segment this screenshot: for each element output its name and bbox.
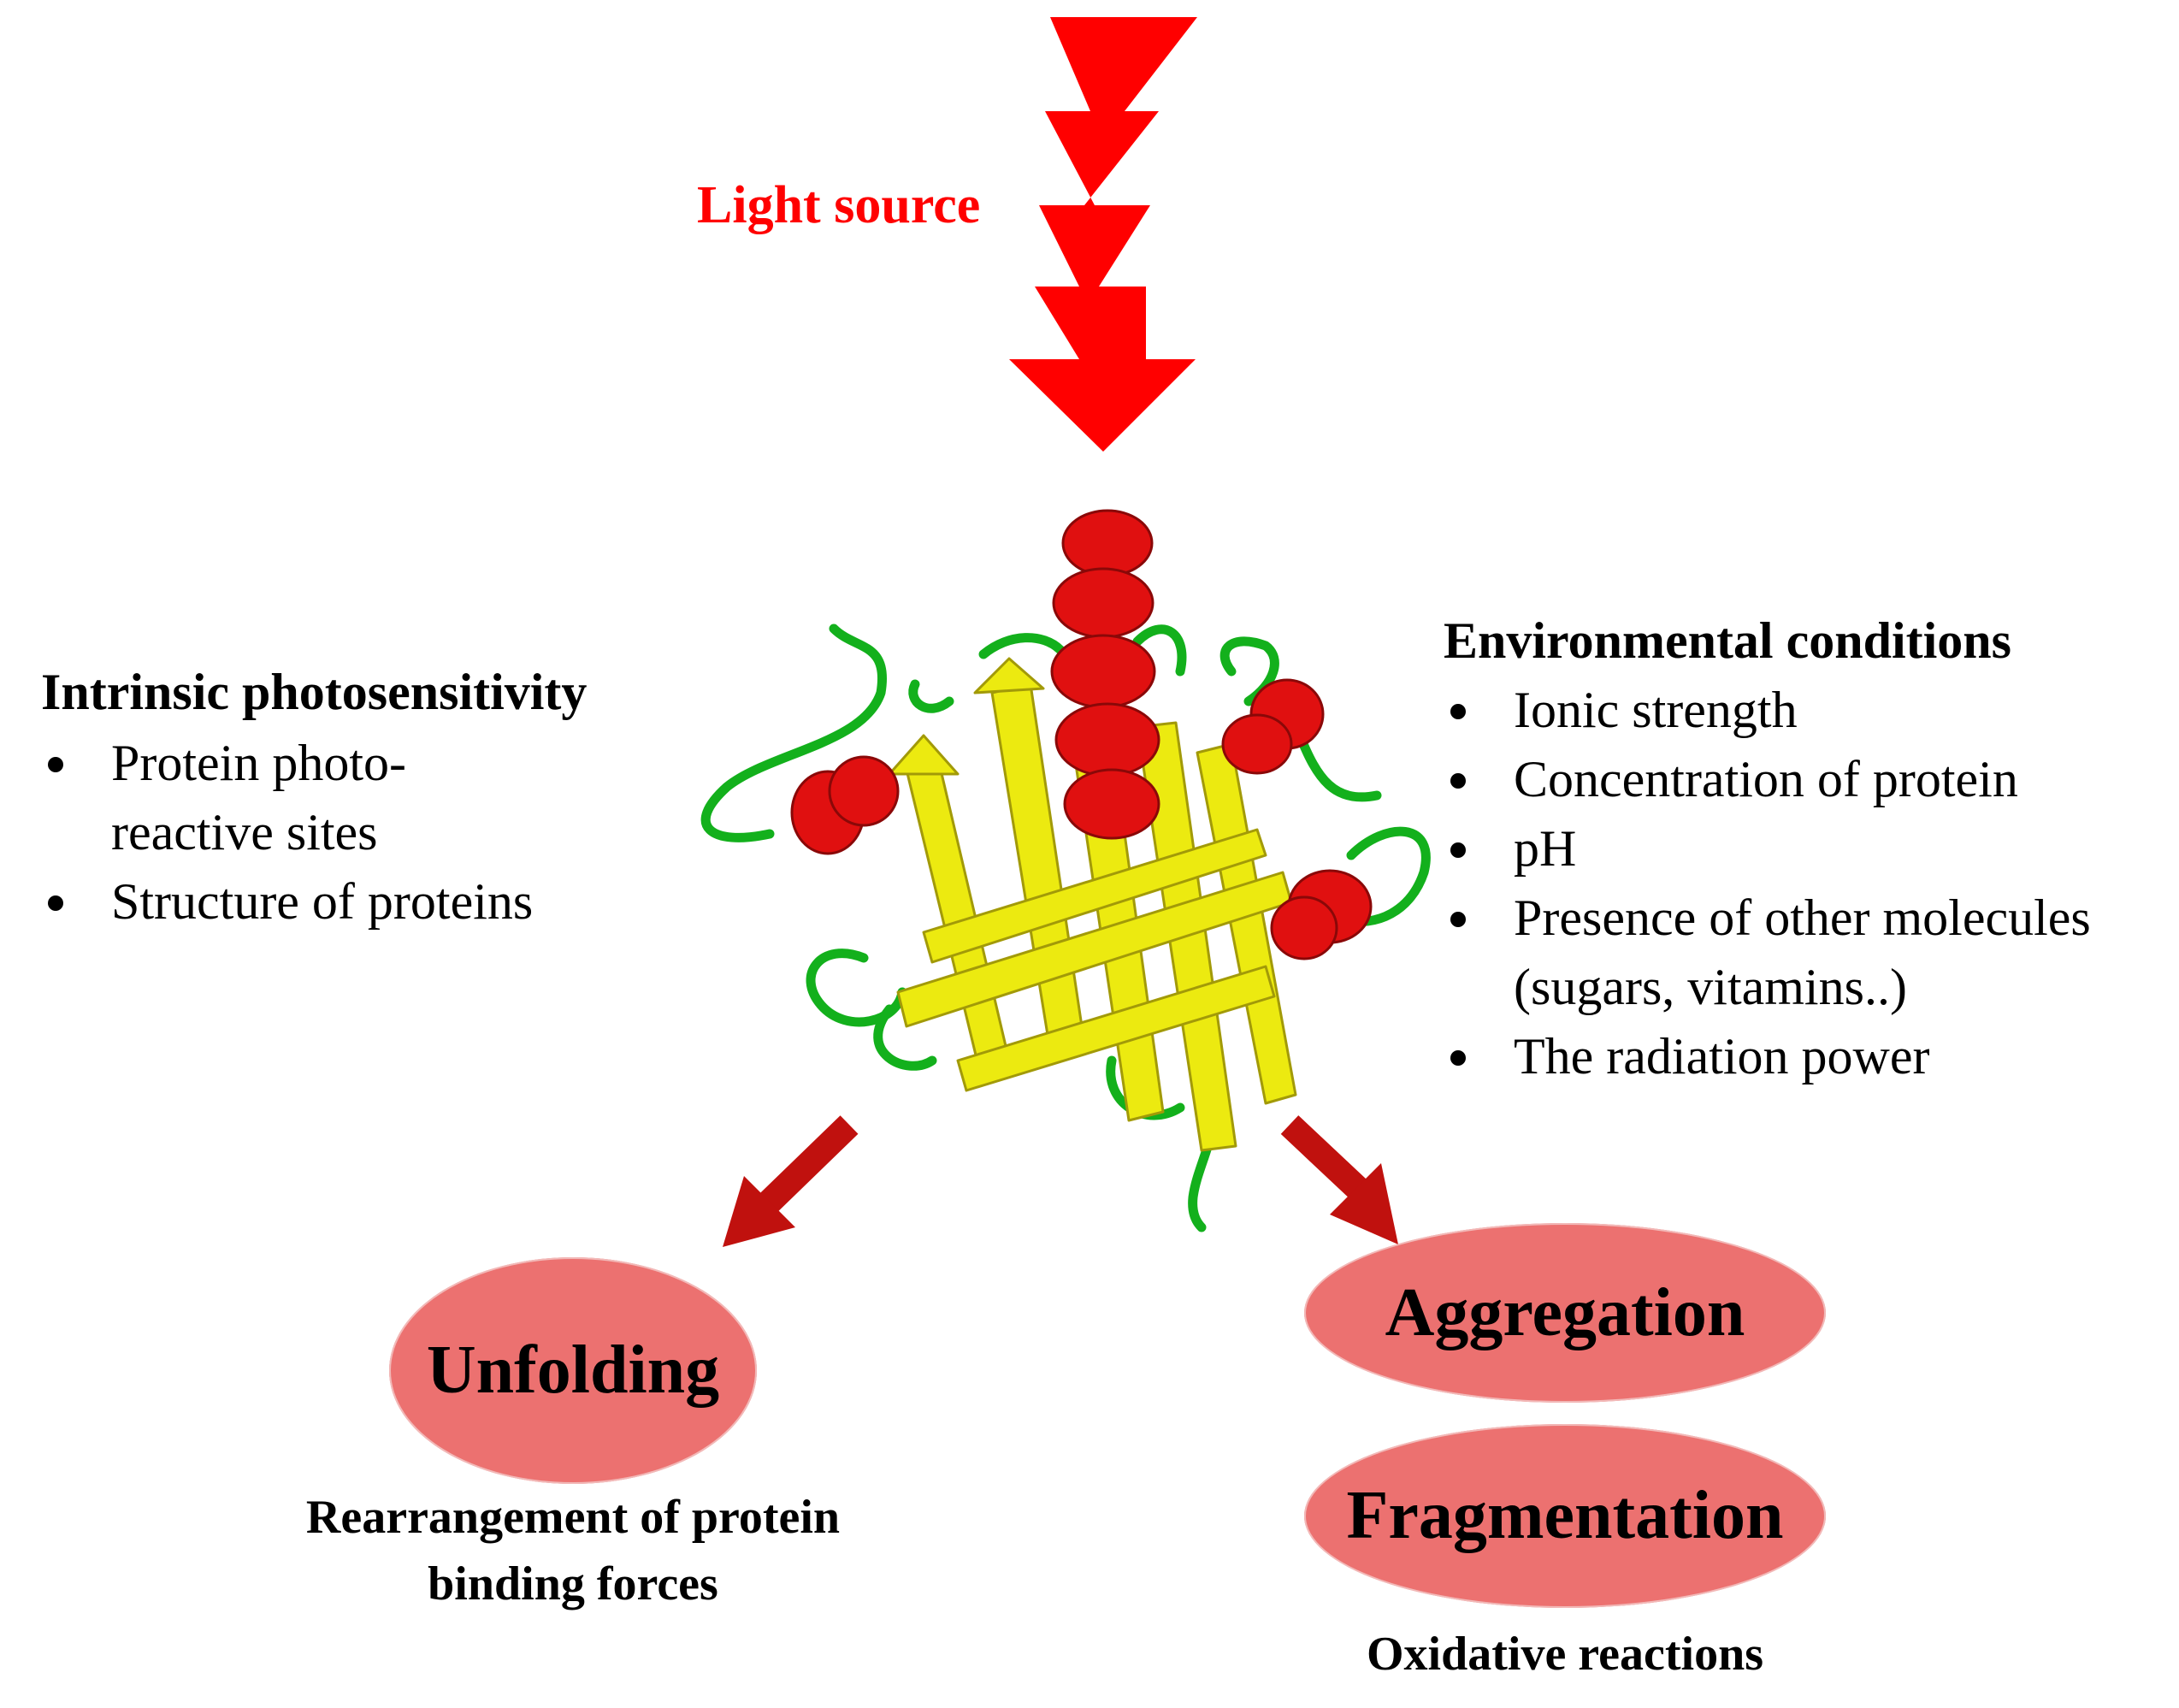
arrow-left-icon (723, 1115, 859, 1247)
environmental-item: The radiation power (1444, 1022, 2170, 1091)
environmental-heading: Environmental conditions (1444, 612, 2012, 669)
unfolding-caption: Rearrangement of protein binding forces (305, 1491, 841, 1610)
intrinsic-item: Protein photo-reactive sites (41, 729, 505, 867)
intrinsic-list: Protein photo-reactive sites Structure o… (41, 729, 674, 937)
beta-sheets (888, 657, 1297, 1152)
fragmentation-caption: Oxidative reactions (1366, 1628, 1764, 1681)
environmental-item: Presence of other molecules (sugars, vit… (1444, 884, 2129, 1022)
arrow-right-icon (1280, 1115, 1398, 1244)
fragmentation-ellipse: Fragmentation (1304, 1424, 1826, 1608)
protein-structure (700, 509, 1431, 1232)
lightning-bolt-icon (1009, 17, 1197, 452)
aggregation-ellipse: Aggregation (1304, 1223, 1826, 1403)
alpha-helices (790, 509, 1373, 960)
environmental-section: Environmental conditions Ionic strength … (1444, 612, 2170, 1091)
environmental-item: Concentration of protein (1444, 745, 2170, 814)
intrinsic-section: Intrinsic photosensitivity Protein photo… (41, 663, 674, 937)
intrinsic-item: Structure of proteins (41, 867, 674, 937)
environmental-item: pH (1444, 814, 2170, 884)
unfolding-ellipse: Unfolding (389, 1257, 757, 1484)
environmental-item: Ionic strength (1444, 676, 2170, 745)
light-source-label: Light source (697, 176, 981, 234)
environmental-list: Ionic strength Concentration of protein … (1444, 676, 2170, 1091)
intrinsic-heading: Intrinsic photosensitivity (41, 664, 588, 720)
